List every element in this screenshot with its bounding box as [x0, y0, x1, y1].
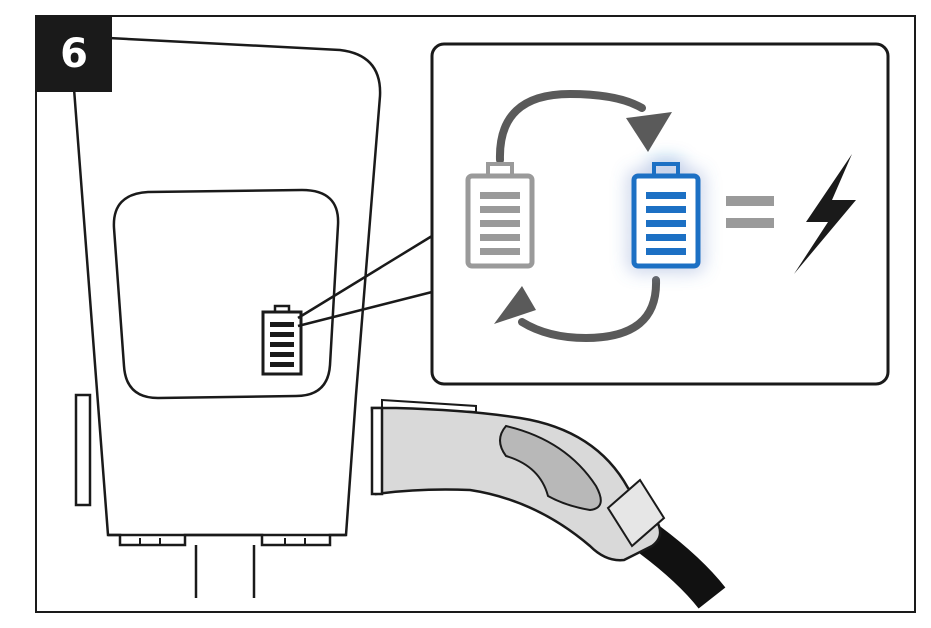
charger-side-tab — [74, 393, 92, 507]
plug-grip — [499, 424, 602, 512]
battery-charging-icon — [631, 162, 701, 269]
battery-icon — [261, 304, 303, 376]
cable — [639, 526, 726, 609]
lightning-bolt-icon — [794, 154, 856, 274]
charging-plug — [370, 398, 726, 609]
display-window — [112, 188, 340, 400]
equals-icon — [726, 196, 774, 228]
inactive-battery-icon — [465, 162, 535, 269]
callout-pointer-lower — [297, 290, 433, 328]
callout-pointer-upper — [297, 234, 433, 320]
plug-collar — [606, 478, 666, 548]
step-number-badge: 6 — [36, 16, 112, 92]
cycle-arrows-icon — [494, 89, 672, 343]
plug-nozzle — [370, 406, 384, 496]
charger-bottom-clips — [108, 533, 346, 547]
plug-handle — [370, 406, 662, 562]
